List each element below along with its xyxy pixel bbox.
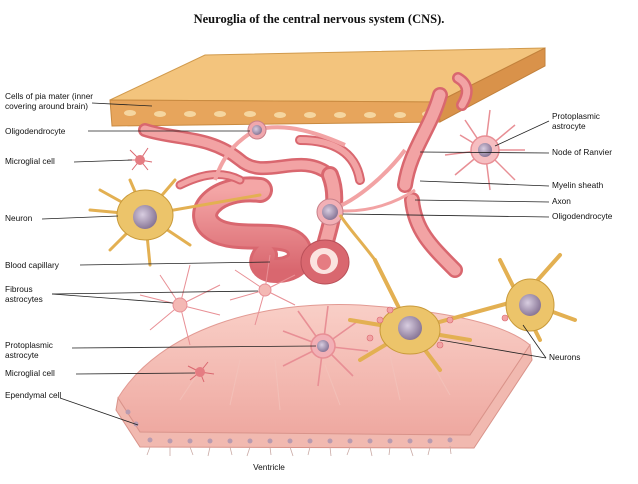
neuron-left — [88, 178, 262, 267]
myelinated-axon — [397, 72, 473, 278]
label-oligodendrocyte-left: Oligodendrocyte — [5, 126, 66, 136]
label-microglial-cell-top: Microglial cell — [5, 156, 55, 166]
leader-lines — [41, 102, 550, 426]
label-protoplasmic-astrocyte-left: Protoplasmic astrocyte — [5, 340, 53, 360]
label-axon: Axon — [552, 196, 571, 206]
label-pia-mater: Cells of pia mater (inner covering aroun… — [5, 91, 94, 111]
label-protoplasmic-astrocyte-right: Protoplasmic astrocyte — [552, 111, 600, 131]
microglial-cell-bottom — [187, 361, 215, 383]
protoplasmic-astrocyte-bottom — [282, 305, 369, 387]
label-myelin-sheath: Myelin sheath — [552, 180, 604, 190]
neurons-right — [338, 214, 577, 372]
label-neuron-left: Neuron — [5, 213, 33, 223]
vessel-cross-section — [300, 239, 350, 285]
microglial-cell-top — [128, 147, 153, 171]
label-ependymal-cell: Ependymal cell — [5, 390, 62, 400]
diagram-title: Neuroglia of the central nervous system … — [193, 12, 445, 26]
label-microglial-cell-bottom: Microglial cell — [5, 368, 55, 378]
label-oligodendrocyte-right: Oligodendrocyte — [552, 211, 613, 221]
oligodendrocyte-top — [213, 120, 346, 181]
label-ventricle: Ventricle — [253, 462, 285, 472]
oligodendrocyte-center — [316, 148, 416, 226]
protoplasmic-astrocyte-top-right — [444, 109, 525, 191]
fibrous-astrocytes — [139, 254, 296, 346]
pia-mater-slab — [109, 47, 546, 127]
label-neurons-right: Neurons — [549, 352, 581, 362]
label-fibrous-astrocytes: Fibrous astrocytes — [5, 284, 43, 304]
label-node-of-ranvier: Node of Ranvier — [552, 147, 612, 157]
label-blood-capillary: Blood capillary — [5, 260, 59, 270]
ependymal-layer — [115, 303, 533, 457]
